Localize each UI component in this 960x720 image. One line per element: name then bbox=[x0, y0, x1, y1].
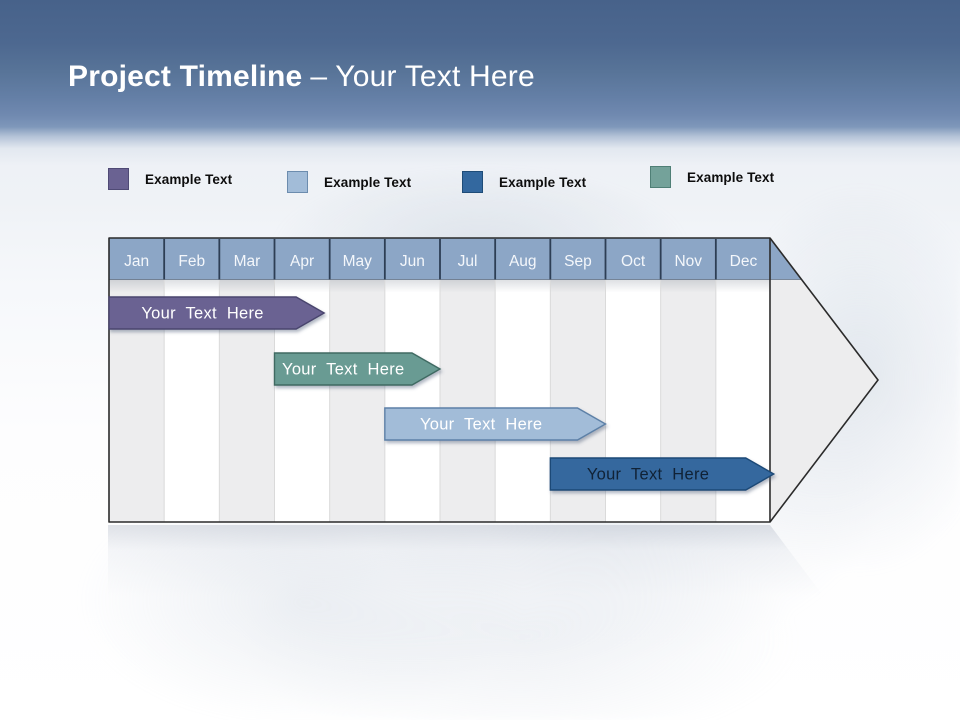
page-title: Project Timeline–Your Text Here bbox=[68, 60, 535, 94]
legend-item-1: Example Text bbox=[108, 168, 232, 190]
legend-item-3: Example Text bbox=[462, 171, 586, 193]
month-label: Jan bbox=[124, 253, 149, 270]
legend-label-1: Example Text bbox=[145, 171, 233, 187]
arrow-outline bbox=[108, 237, 879, 523]
legend-item-2: Example Text bbox=[287, 171, 411, 193]
month-label: Oct bbox=[621, 253, 646, 270]
legend-label-3: Example Text bbox=[499, 174, 587, 190]
month-label: Nov bbox=[674, 253, 702, 270]
legend-swatch-4 bbox=[650, 166, 671, 188]
title-separator: – bbox=[310, 60, 328, 93]
timeline-bar bbox=[273, 352, 442, 386]
month-label: Dec bbox=[730, 253, 758, 270]
timeline-chart-svg: Jan Feb Mar Apr May Jun Jul Aug Sep Oct Nov DecYour… bbox=[108, 237, 879, 523]
legend-label-4: Example Text bbox=[687, 169, 775, 185]
month-header-band bbox=[109, 238, 802, 280]
timeline-column bbox=[329, 279, 385, 522]
bar-label: Your Text Here bbox=[420, 416, 542, 434]
month-label: Feb bbox=[178, 253, 205, 270]
timeline-column bbox=[440, 279, 496, 522]
month-label: Aug bbox=[509, 253, 537, 270]
timeline-column bbox=[384, 279, 440, 522]
month-label: Sep bbox=[564, 253, 592, 270]
chart-reflection bbox=[108, 525, 824, 597]
month-label: Jun bbox=[400, 253, 425, 270]
bar-label: Your Text Here bbox=[282, 361, 404, 379]
bar-label: Your Text Here bbox=[141, 305, 263, 323]
legend-swatch-1 bbox=[108, 168, 129, 190]
title-main: Project Timeline bbox=[68, 60, 303, 93]
timeline-column bbox=[495, 279, 551, 522]
legend-swatch-2 bbox=[287, 171, 308, 193]
legend-label-2: Example Text bbox=[324, 174, 412, 190]
month-label: Mar bbox=[234, 253, 261, 270]
month-label: May bbox=[343, 253, 373, 270]
bar-label: Your Text Here bbox=[587, 466, 709, 484]
month-label: Jul bbox=[458, 253, 478, 270]
legend-swatch-3 bbox=[462, 171, 483, 193]
month-label: Apr bbox=[290, 253, 314, 270]
timeline-bar bbox=[549, 457, 776, 491]
legend-item-4: Example Text bbox=[650, 166, 774, 188]
timeline-bar bbox=[108, 296, 326, 330]
timeline-bar bbox=[384, 407, 607, 441]
title-sub: Your Text Here bbox=[335, 60, 535, 93]
